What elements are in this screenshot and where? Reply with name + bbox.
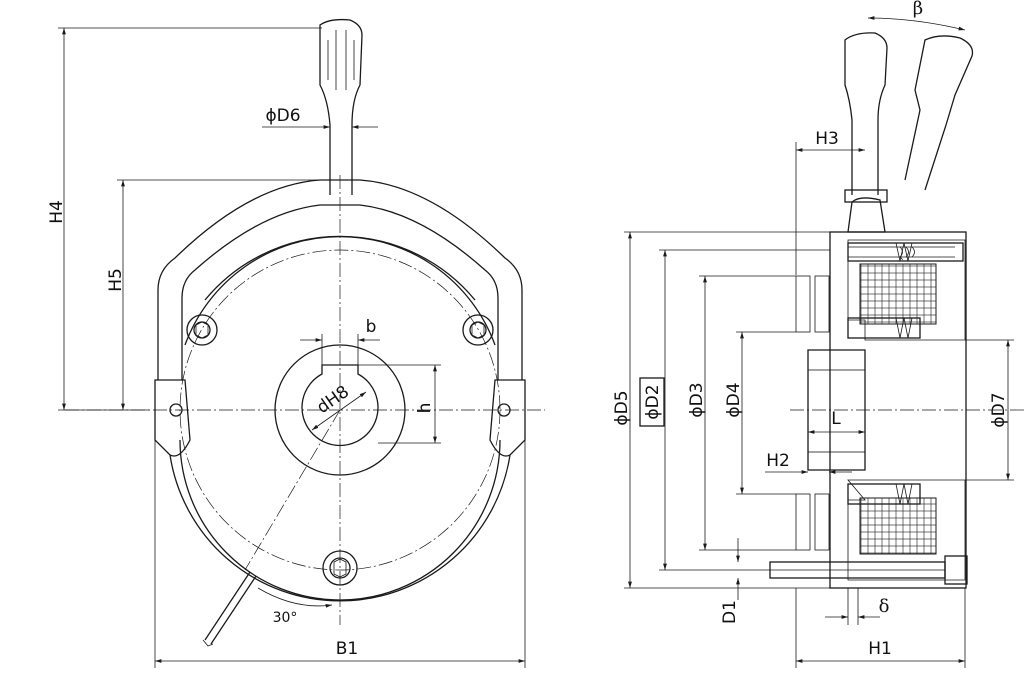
label-H3: H3 bbox=[815, 129, 839, 149]
coil-upper bbox=[859, 263, 937, 325]
label-H1: H1 bbox=[868, 639, 892, 659]
label-L: L bbox=[831, 409, 841, 429]
label-D1: D1 bbox=[720, 600, 740, 624]
handle-tilted bbox=[904, 35, 974, 191]
hub-section-bottom bbox=[807, 451, 866, 471]
cable-line-2 bbox=[210, 575, 257, 645]
right-lug bbox=[489, 379, 526, 457]
hub-section-top bbox=[807, 349, 866, 371]
label-H5: H5 bbox=[106, 268, 126, 292]
coil-lower bbox=[859, 497, 937, 555]
screw-bottom bbox=[322, 550, 358, 586]
label-D3: ϕD3 bbox=[687, 382, 707, 417]
D2-box bbox=[639, 377, 665, 427]
handle-stem bbox=[319, 18, 363, 195]
handle-clamp bbox=[844, 189, 888, 203]
label-H2: H2 bbox=[766, 451, 790, 471]
label-D7: ϕD7 bbox=[989, 392, 1009, 427]
screw-left bbox=[186, 314, 218, 346]
label-B1: B1 bbox=[336, 639, 358, 659]
cable-line-1 bbox=[204, 571, 251, 641]
label-b: b bbox=[366, 317, 377, 337]
friction-plate-lower-a bbox=[795, 493, 811, 551]
body-lower-arc bbox=[179, 439, 501, 601]
angle-centerline bbox=[244, 409, 341, 571]
outer-lower-arc bbox=[169, 454, 511, 602]
right-pivot bbox=[497, 403, 511, 417]
label-D6: ϕD6 bbox=[265, 106, 300, 126]
side-handle bbox=[844, 32, 888, 195]
label-beta: β bbox=[913, 0, 923, 19]
spring-upper bbox=[847, 317, 921, 339]
label-h: h bbox=[415, 403, 435, 414]
friction-plate-lower-b bbox=[814, 493, 830, 551]
side-view: β H3 ϕD5 ϕD2 ϕD3 ϕD4 ϕD7 L bbox=[612, 0, 1025, 668]
label-D5: ϕD5 bbox=[612, 390, 632, 425]
inner-upper-arc bbox=[204, 235, 476, 301]
label-angle: 30° bbox=[273, 610, 298, 626]
hub-outer bbox=[274, 344, 406, 476]
housing-outline bbox=[829, 231, 967, 589]
label-H4: H4 bbox=[47, 200, 67, 224]
label-D4: ϕD4 bbox=[724, 382, 744, 417]
friction-plate-upper-b bbox=[814, 275, 830, 333]
release-rod bbox=[847, 242, 964, 262]
handle-frame-inner bbox=[181, 204, 499, 380]
label-dH8: dH8 bbox=[313, 382, 353, 418]
handle-base bbox=[847, 197, 886, 233]
handle-frame-outer bbox=[157, 179, 523, 380]
spring-lower bbox=[847, 483, 921, 505]
bore-with-keyway bbox=[301, 364, 379, 447]
bolt-circle bbox=[179, 249, 501, 571]
left-lug bbox=[154, 379, 191, 457]
front-view: H4 H5 ϕD6 b h dH8 30° B1 bbox=[47, 18, 545, 668]
label-delta: δ bbox=[879, 596, 890, 617]
friction-plate-upper-a bbox=[795, 275, 811, 333]
left-pivot bbox=[169, 403, 183, 417]
label-D2: ϕD2 bbox=[643, 384, 663, 419]
screw-right bbox=[462, 314, 494, 346]
